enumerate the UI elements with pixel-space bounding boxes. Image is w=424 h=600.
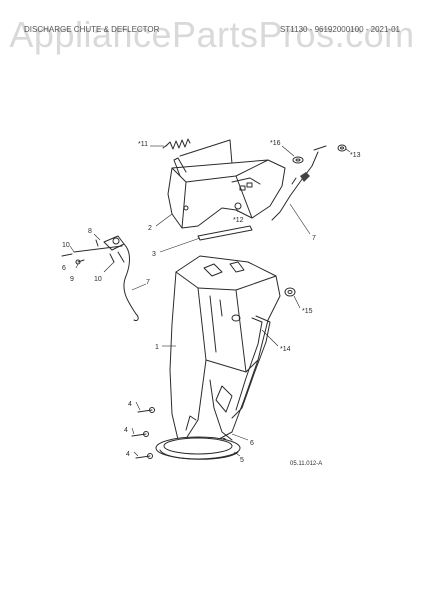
callout-3: 3 [152,251,156,258]
callout-4-middle: 4 [124,427,128,434]
callout-4-top: 4 [128,401,132,408]
callout-5: 5 [240,457,244,464]
callout-15: *15 [302,308,313,315]
callout-7-lower: 7 [146,279,150,286]
callout-13: *13 [350,152,361,159]
discharge-chute [169,255,281,449]
washer-16 [292,156,304,164]
nut-13 [337,144,347,152]
model-reference: ST1130 - 96192000100 - 2021-01 [280,24,400,34]
diagram-title: DISCHARGE CHUTE & DEFLECTOR [24,24,160,34]
callout-6-lower: 6 [250,440,254,447]
callout-14: *14 [280,346,291,353]
bolts [131,407,155,459]
callout-16: *16 [270,140,281,147]
gasket-strip [197,225,253,241]
callout-10-lower: 10 [94,276,102,283]
callout-labels: *11 *16 *13 *12 2 7 8 10 6 9 10 7 3 *15 … [62,140,361,467]
callout-9: 9 [70,276,74,283]
inner-plate [209,379,233,441]
control-cable [123,243,139,321]
callout-7-upper: 7 [312,235,316,242]
callout-11: *11 [138,141,148,148]
nut-15 [284,287,296,297]
callout-12: *12 [233,217,244,224]
deflector-control-rod [271,145,327,221]
callout-10-upper: 10 [62,242,70,249]
chute-base-ring [155,436,241,460]
deflector-hood [167,139,286,229]
leader-lines [69,145,351,457]
callout-6-upper: 6 [62,265,66,272]
bracket-hardware [61,235,125,265]
chute-rib [231,315,271,419]
spring-part [162,138,191,150]
callout-8: 8 [88,228,92,235]
callout-4-bottom: 4 [126,451,130,458]
callout-1: 1 [155,344,159,351]
callout-2: 2 [148,225,152,232]
drawing-code: 05.11.012-A [290,461,322,467]
diagram-header: DISCHARGE CHUTE & DEFLECTOR ST1130 - 961… [24,22,400,36]
